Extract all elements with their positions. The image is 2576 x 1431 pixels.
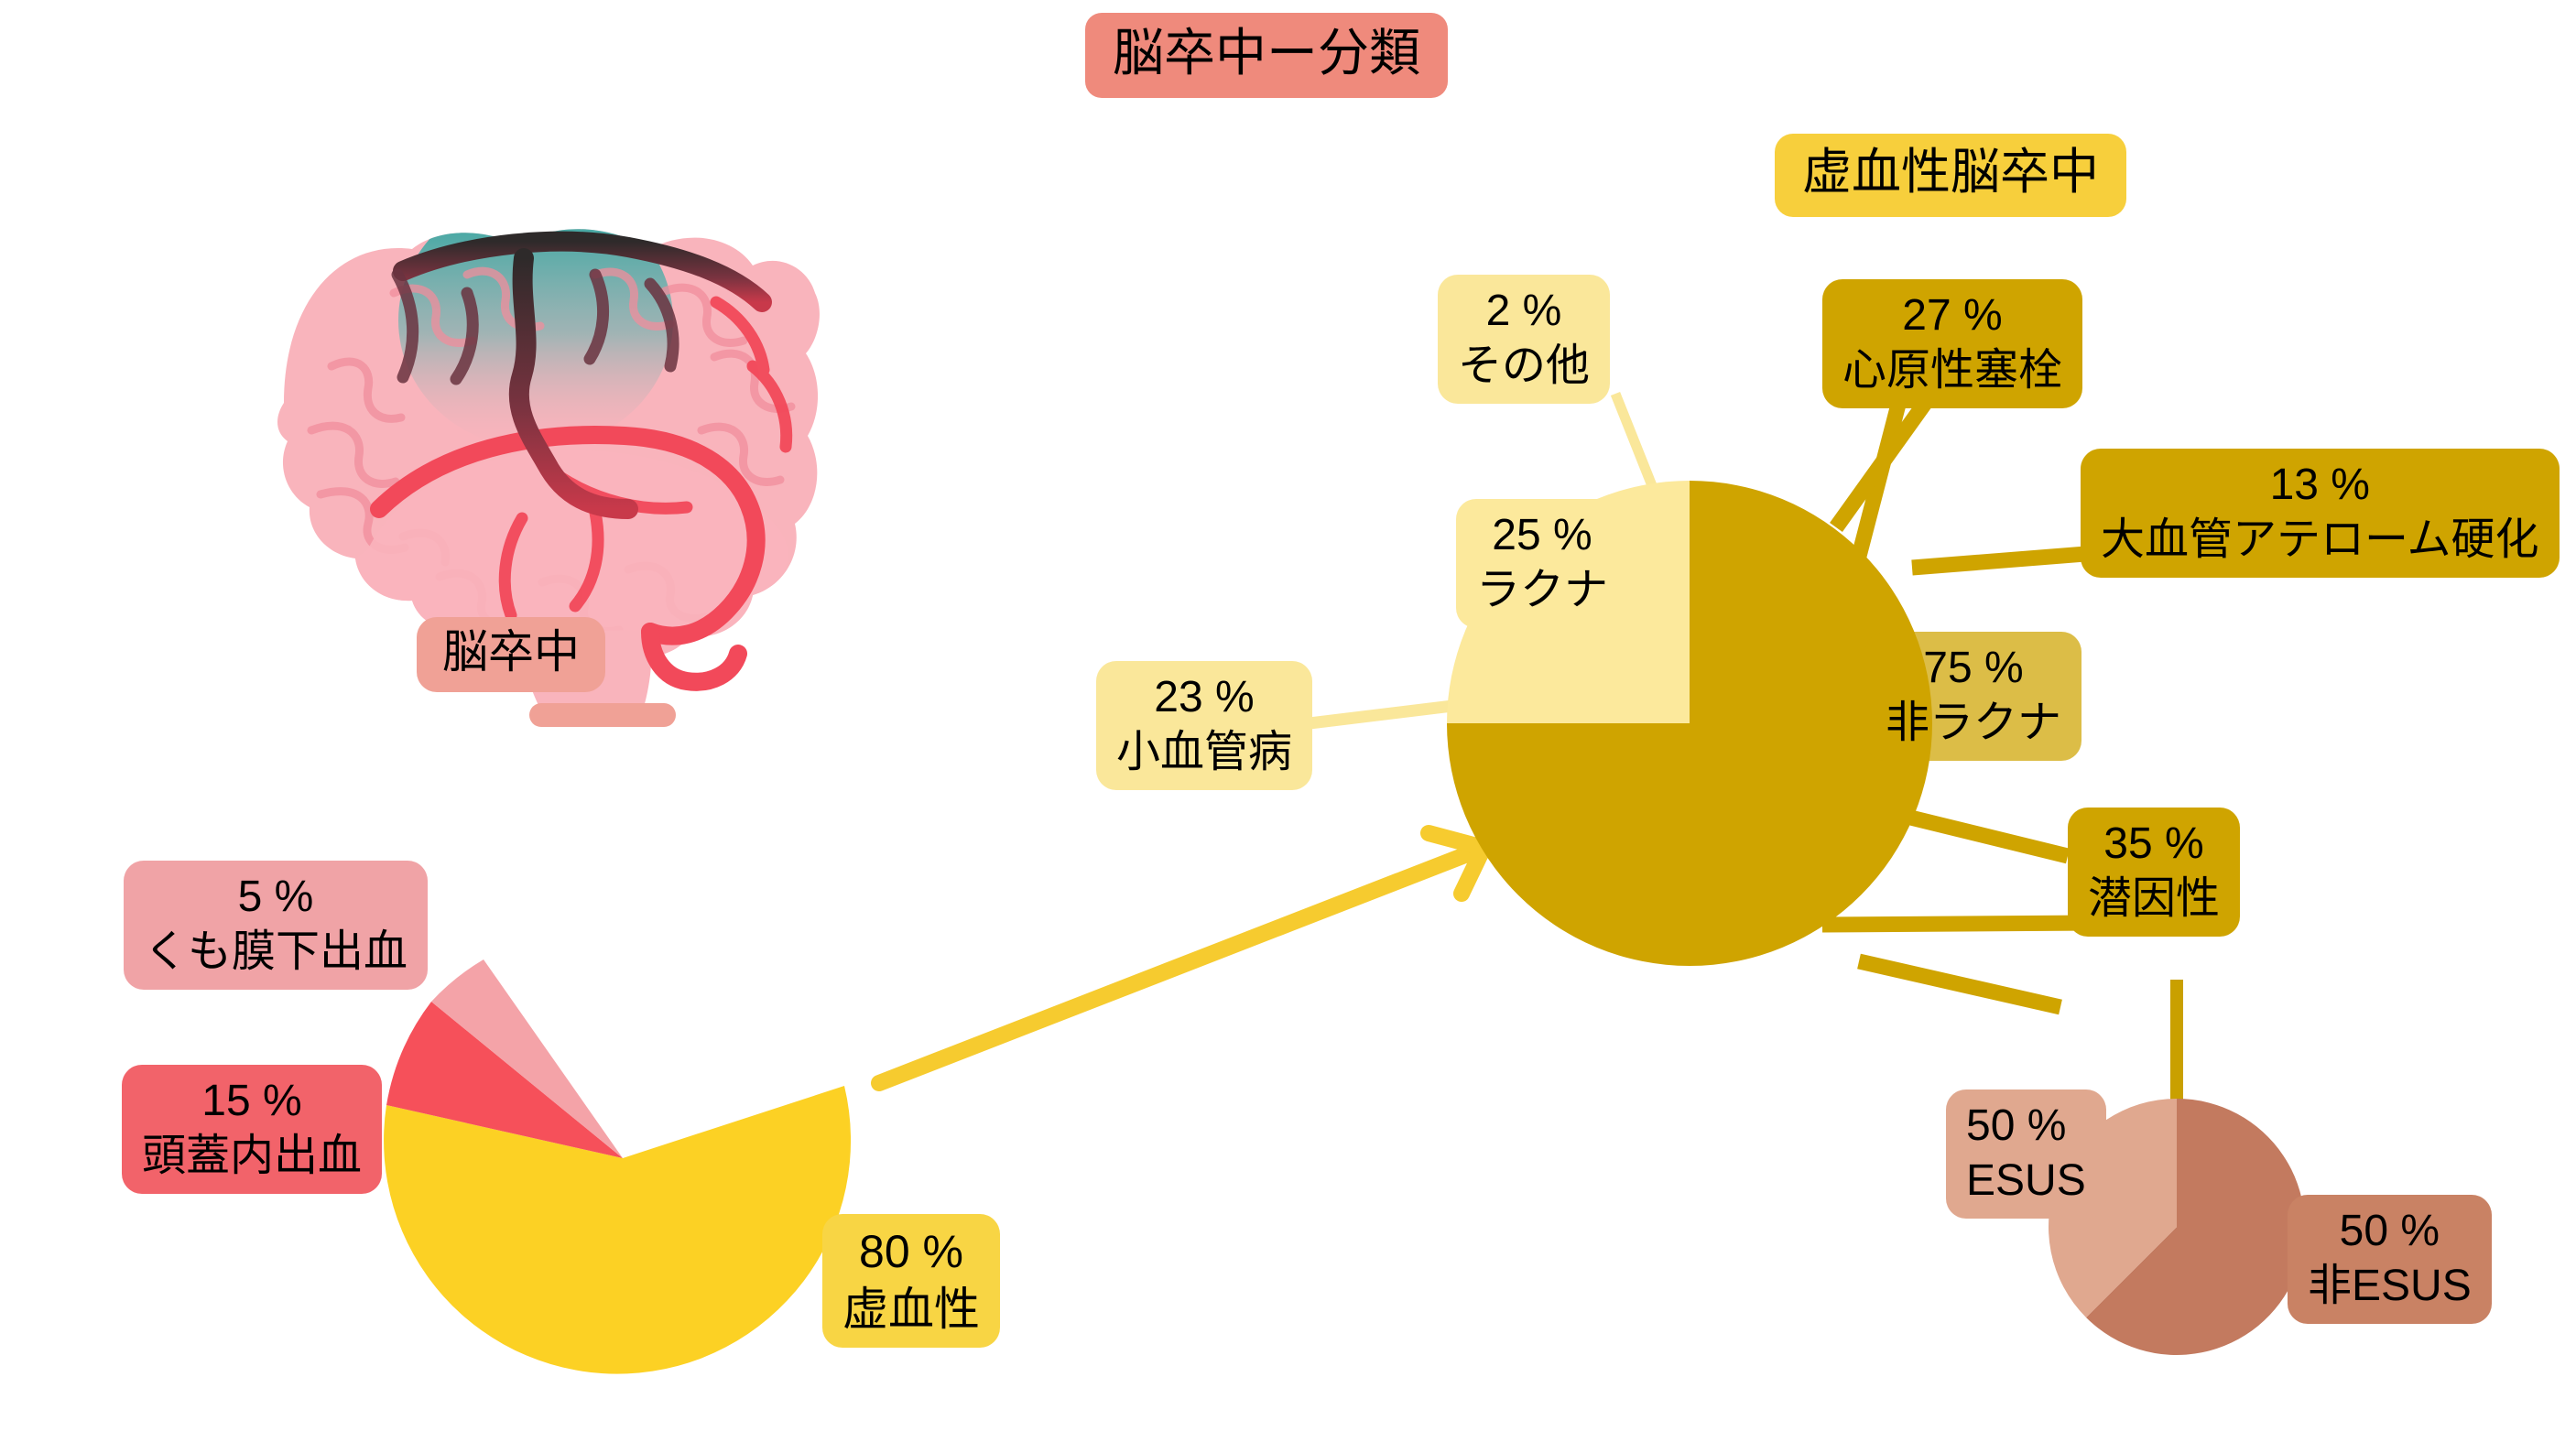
label-other-pct: 2 % bbox=[1485, 287, 1562, 335]
ischemic-link-arrow bbox=[871, 825, 1492, 1091]
label-sah-name: くも膜下出血 bbox=[144, 927, 408, 977]
label-esus-pct: 50 % bbox=[1966, 1101, 2067, 1150]
label-esus: 50 % ESUS bbox=[1946, 1090, 2106, 1219]
label-lacunar-name: ラクナ bbox=[1476, 566, 1609, 615]
label-small-vessel-disease: 23 % 小血管病 bbox=[1096, 661, 1313, 790]
label-other-name: その他 bbox=[1458, 341, 1591, 391]
label-cryptogenic: 35 % 潜因性 bbox=[2068, 808, 2241, 937]
label-intracranial-hemorrhage: 15 % 頭蓋内出血 bbox=[122, 1065, 383, 1194]
label-esus-name: ESUS bbox=[1966, 1156, 2086, 1206]
label-cardioembolic-pct: 27 % bbox=[1902, 291, 2003, 340]
label-non-esus: 50 % 非ESUS bbox=[2288, 1195, 2492, 1324]
label-non-lacunar: 75 % 非ラクナ bbox=[1865, 632, 2082, 761]
label-lacunar-pct: 25 % bbox=[1492, 511, 1592, 559]
label-ich-name: 頭蓋内出血 bbox=[142, 1132, 363, 1181]
label-lacunar: 25 % ラクナ bbox=[1456, 499, 1629, 628]
label-cryptogenic-pct: 35 % bbox=[2103, 819, 2204, 868]
label-cardioembolic: 27 % 心原性塞栓 bbox=[1822, 279, 2083, 408]
label-small-vessel-pct: 23 % bbox=[1154, 673, 1255, 721]
label-ich-pct: 15 % bbox=[201, 1077, 302, 1125]
ischemic-section-title: 虚血性脳卒中 bbox=[1775, 134, 2126, 217]
stroke-overview-pie bbox=[384, 959, 852, 1374]
label-other-cause: 2 % その他 bbox=[1438, 275, 1611, 404]
page-title: 脳卒中ー分類 bbox=[1085, 13, 1448, 99]
label-small-vessel-name: 小血管病 bbox=[1116, 728, 1293, 777]
label-non-esus-name: 非ESUS bbox=[2308, 1262, 2472, 1311]
label-large-artery-atherosclerosis: 13 % 大血管アテローム硬化 bbox=[2081, 449, 2560, 578]
label-ischemic-name: 虚血性 bbox=[842, 1284, 980, 1335]
label-non-lacunar-pct: 75 % bbox=[1923, 644, 2024, 692]
label-large-artery-pct: 13 % bbox=[2269, 461, 2370, 509]
label-large-artery-name: 大血管アテローム硬化 bbox=[2101, 515, 2539, 565]
label-cardioembolic-name: 心原性塞栓 bbox=[1842, 346, 2063, 396]
label-ischemic-pct: 80 % bbox=[859, 1226, 963, 1277]
label-cryptogenic-name: 潜因性 bbox=[2088, 874, 2221, 924]
label-non-esus-pct: 50 % bbox=[2339, 1207, 2440, 1255]
brain-caption-chip: 脳卒中 bbox=[417, 617, 605, 692]
label-sah-pct: 5 % bbox=[237, 873, 314, 921]
label-non-lacunar-name: 非ラクナ bbox=[1886, 699, 2062, 748]
label-subarachnoid-hemorrhage: 5 % くも膜下出血 bbox=[124, 861, 429, 990]
label-ischemic-share: 80 % 虚血性 bbox=[822, 1214, 1000, 1348]
